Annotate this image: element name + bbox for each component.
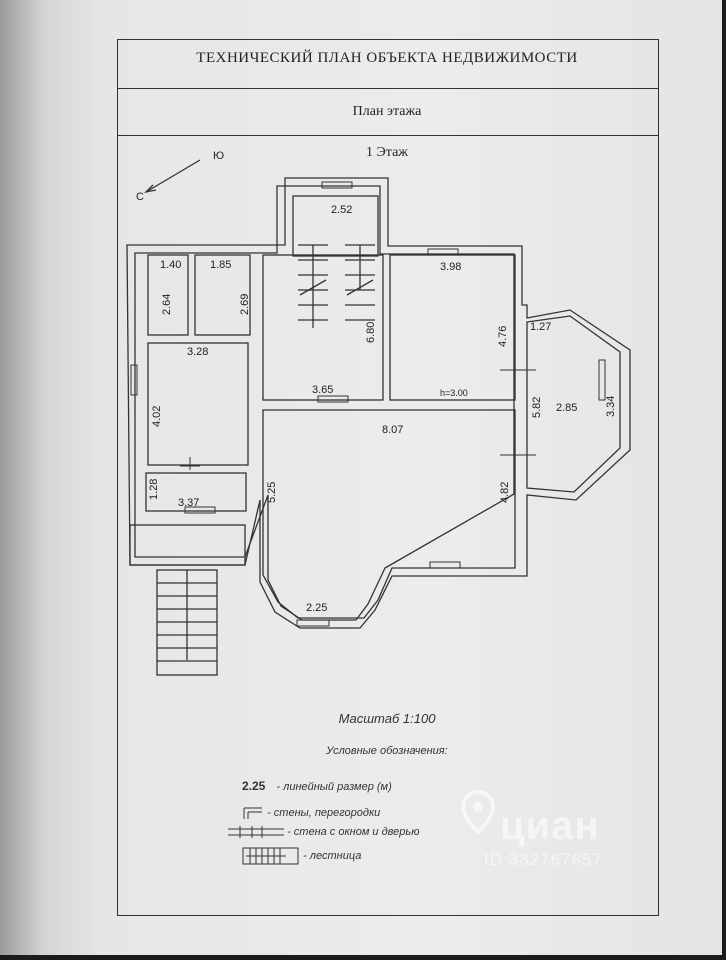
room-left	[147, 342, 249, 466]
dim-525: 5.25	[266, 482, 278, 503]
door-marks	[180, 369, 536, 470]
scale-label: Масштаб 1:100	[338, 711, 436, 726]
room-bay	[526, 315, 621, 493]
outer-wall	[126, 177, 631, 629]
compass-north: С	[136, 191, 144, 203]
dim-365: 3.65	[312, 384, 333, 396]
plan-subtitle: План этажа	[352, 104, 422, 119]
dim-482: 4.82	[499, 482, 511, 503]
compass-south: Ю	[213, 150, 224, 162]
room-living	[262, 409, 516, 619]
porch	[129, 524, 246, 566]
legend-item-dimension: 2.25 - линейный размер (м)	[242, 779, 392, 793]
room-wc-2	[194, 254, 251, 336]
window-door-symbol-icon	[228, 826, 284, 839]
compass-arrow-icon	[144, 159, 201, 194]
stairs-symbol-icon	[242, 847, 299, 865]
dim-337: 3.37	[178, 497, 199, 509]
external-stairs-icon	[156, 569, 218, 676]
dim-264: 2.64	[161, 294, 173, 315]
location-pin-icon	[460, 790, 496, 835]
dim-476: 4.76	[497, 326, 509, 347]
dim-252: 2.52	[331, 204, 352, 216]
dim-127: 1.27	[530, 321, 551, 333]
title-divider	[117, 88, 658, 89]
floor-label: 1 Этаж	[366, 145, 408, 160]
dim-285: 2.85	[556, 402, 577, 414]
dim-328: 3.28	[187, 346, 208, 358]
window-marks	[130, 181, 606, 627]
legend-item-stairs: - лестница	[242, 847, 361, 865]
legend-title: Условные обозначения:	[326, 745, 448, 757]
ceiling-height: h=3.00	[440, 388, 468, 398]
watermark-id: ID 332767857	[484, 850, 603, 869]
dim-269: 2.69	[239, 294, 251, 315]
dim-128: 1.28	[148, 479, 160, 500]
walls-symbol-icon	[243, 807, 262, 819]
legend-item-walls: - стены, перегородки	[242, 806, 380, 820]
room-wc-1	[147, 254, 189, 336]
interior-stairs-icon	[298, 244, 375, 328]
subtitle-divider	[117, 135, 658, 136]
room-corridor	[292, 195, 379, 257]
document-title: ТЕХНИЧЕСКИЙ ПЛАН ОБЪЕКТА НЕДВИЖИМОСТИ	[196, 50, 578, 66]
page-frame	[117, 39, 659, 916]
dim-680: 6.80	[365, 322, 377, 343]
dim-185: 1.85	[210, 259, 231, 271]
dim-582: 5.82	[531, 397, 543, 418]
dim-140: 1.40	[160, 259, 181, 271]
dim-334: 3.34	[605, 396, 617, 417]
dim-225: 2.25	[306, 602, 327, 614]
watermark-brand: циан	[500, 804, 600, 848]
inner-wall	[134, 185, 515, 621]
room-small	[145, 472, 247, 512]
dim-398: 3.98	[440, 261, 461, 273]
dim-807: 8.07	[382, 424, 403, 436]
dim-402: 4.02	[151, 406, 163, 427]
legend-item-window: - стена с окном и дверью	[228, 826, 419, 839]
room-stair-hall	[262, 254, 384, 401]
